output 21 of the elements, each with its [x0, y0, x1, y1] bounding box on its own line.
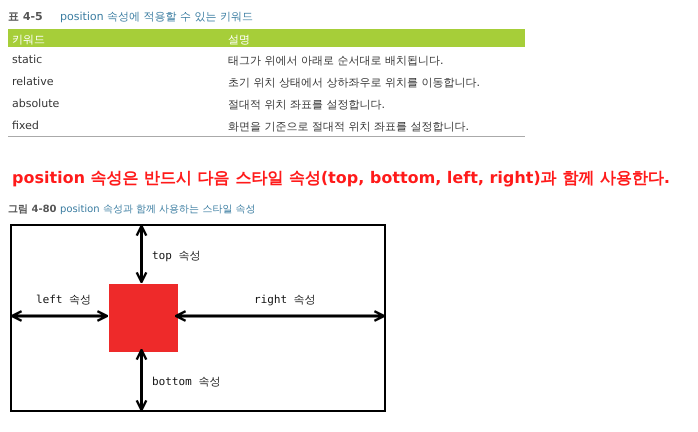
table-cell: 절대적 위치 좌표를 설정합니다.	[228, 97, 385, 112]
table-cell: fixed	[12, 119, 39, 132]
left-arrow	[10, 310, 108, 322]
bottom-arrow	[136, 348, 148, 412]
table-caption: position 속성에 적용할 수 있는 키워드	[60, 9, 254, 24]
table-header: 설명	[228, 32, 250, 47]
table-cell: 초기 위치 상태에서 상하좌우로 위치를 이동합니다.	[228, 75, 480, 90]
container-box	[10, 224, 386, 412]
table-cell: static	[12, 53, 42, 66]
table-cell: 태그가 위에서 아래로 순서대로 배치됩니다.	[228, 53, 444, 68]
table-cell: 화면을 기준으로 절대적 위치 좌표를 설정합니다.	[228, 119, 469, 134]
figure-caption: position 속성과 함께 사용하는 스타일 속성	[60, 203, 256, 216]
positioned-element	[109, 284, 178, 352]
table-cell: absolute	[12, 97, 60, 110]
caption-number: 그림 4-80	[8, 203, 57, 216]
caption-number: 표 4-5	[8, 9, 43, 24]
table-cell: relative	[12, 75, 54, 88]
table-header: 키워드	[12, 32, 45, 47]
top-arrow	[136, 224, 148, 284]
note-text: position 속성은 반드시 다음 스타일 속성(top, bottom, left, right)과 함께 사용한다.	[12, 168, 670, 189]
right-arrow	[174, 310, 386, 322]
